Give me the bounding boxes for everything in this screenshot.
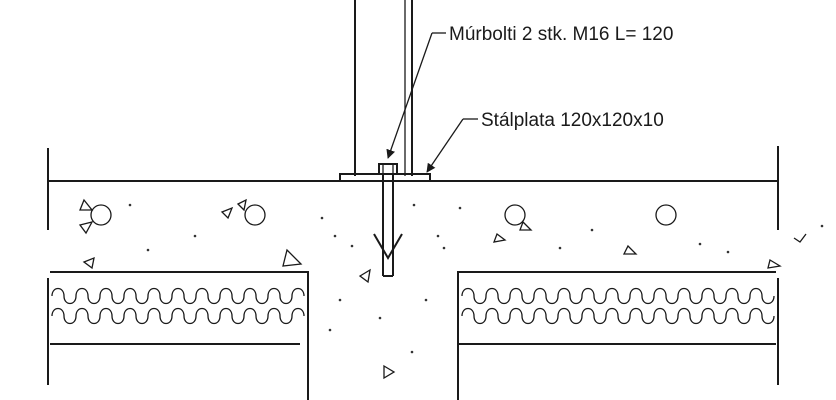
anchor-bolt-leader [386, 32, 446, 159]
steel-column [354, 0, 413, 176]
insulation-right-pattern [461, 287, 775, 325]
insulation-left [50, 271, 309, 400]
steel-base-plate [339, 173, 431, 182]
insulation-right [457, 271, 776, 400]
slab-side-lines [47, 146, 779, 385]
anchor-bolt [373, 174, 403, 277]
concrete-aggregate [78, 198, 824, 380]
steel-plate-leader [426, 118, 478, 173]
steel-plate-label: Stálplata 120x120x10 [481, 110, 664, 131]
anchor-nut [378, 163, 398, 175]
anchor-bolts-label: Múrbolti 2 stk. M16 L= 120 [449, 24, 673, 45]
insulation-left-pattern [51, 287, 305, 325]
